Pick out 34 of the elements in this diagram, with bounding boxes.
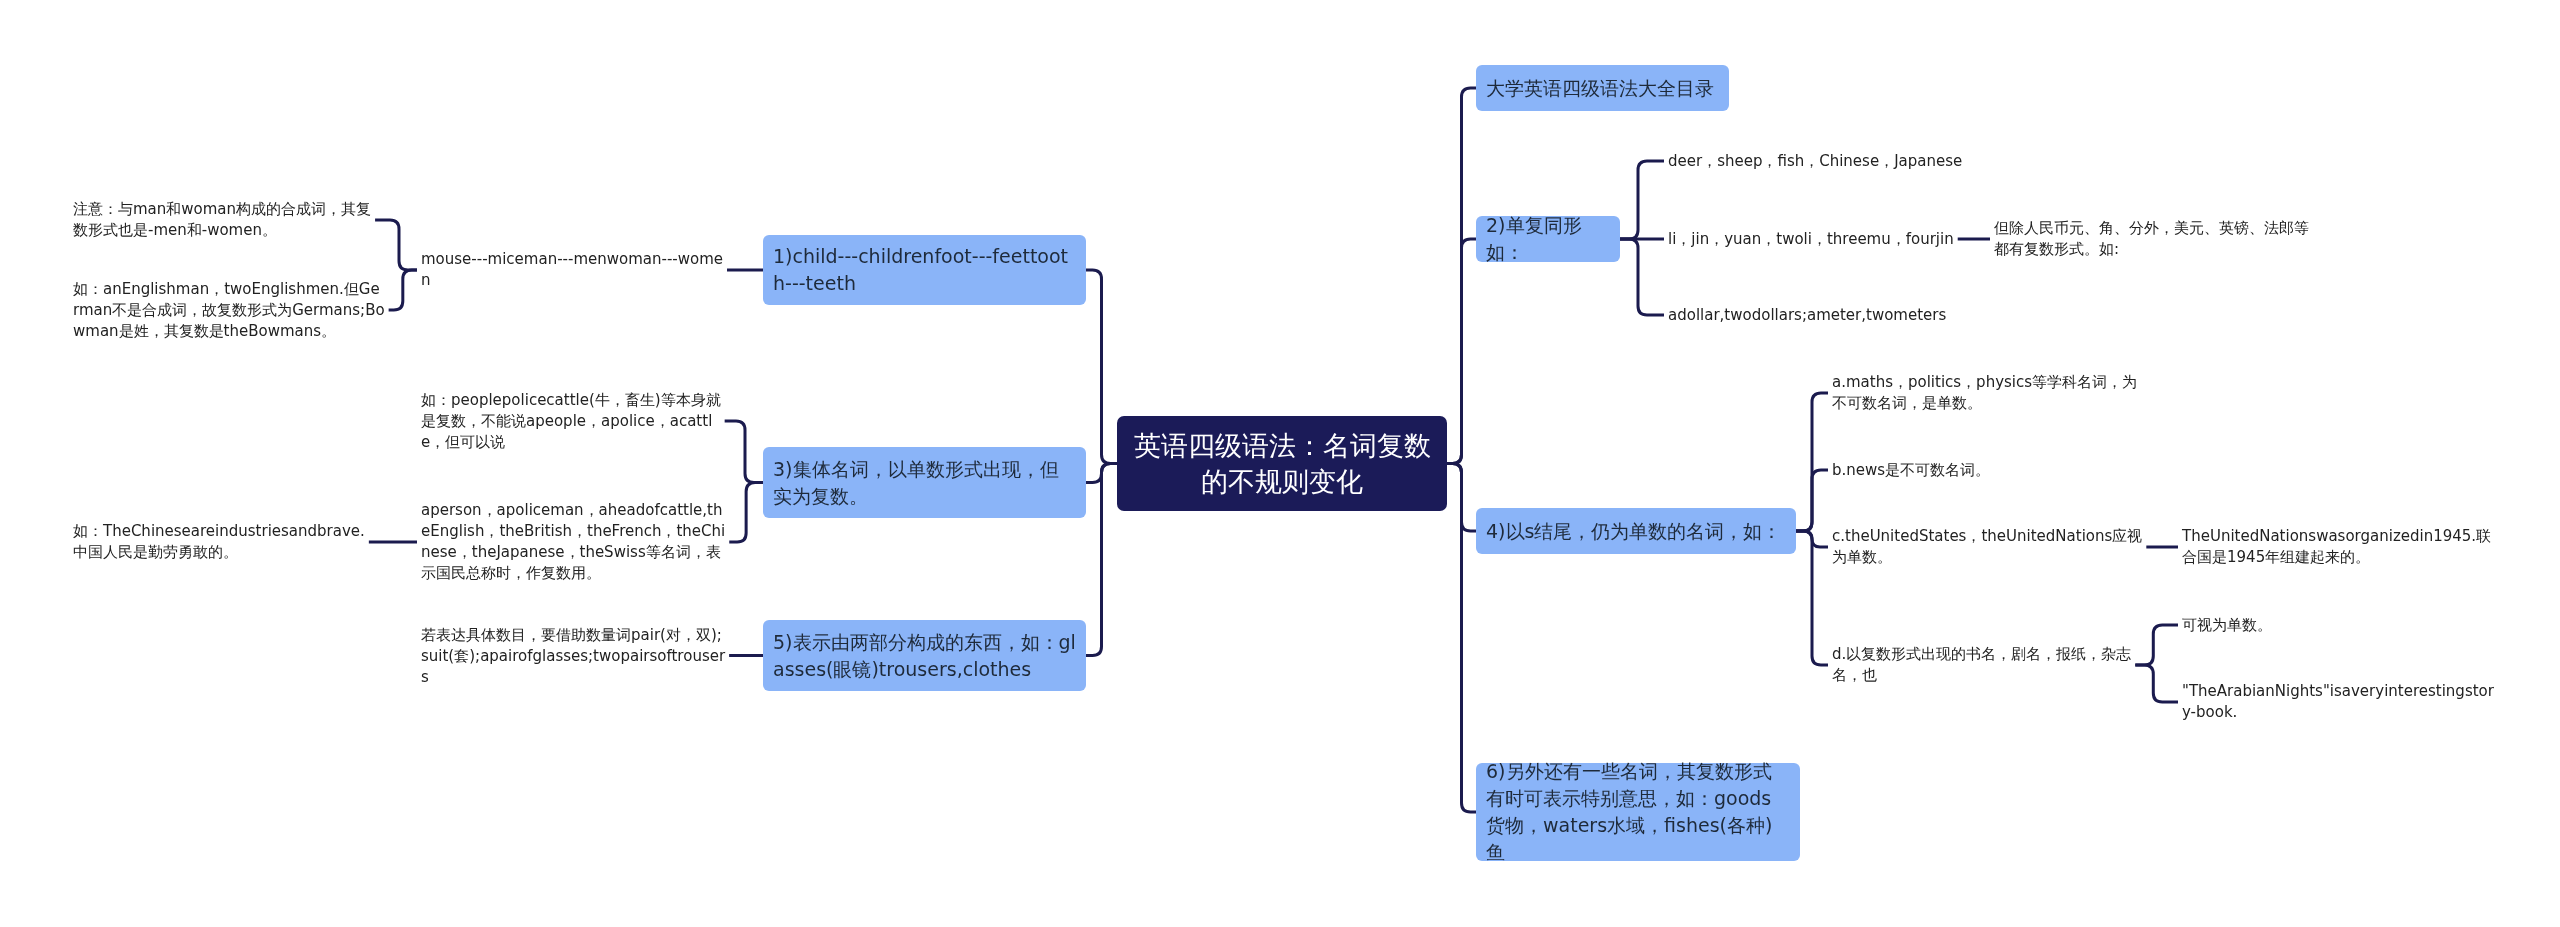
topic-text: mouse---miceman---menwoman---women (421, 249, 725, 291)
topic-box: 3)集体名词，以单数形式出现，但实为复数。 (763, 447, 1086, 518)
topic-box: 4)以s结尾，仍为单数的名词，如： (1476, 508, 1796, 554)
topic-text: b.news是不可数名词。 (1832, 459, 2142, 481)
connector-line (729, 654, 763, 657)
topic-text: 如：TheChineseareindustriesandbrave.中国人民是勤劳勇敢的。 (73, 521, 379, 563)
topic-box: 2)单复同形如： (1476, 216, 1620, 262)
topic-text: d.以复数形式出现的书名，剧名，报纸，杂志名，也 (1832, 644, 2144, 686)
topic-text: 但除人民币元、角、分外，美元、英镑、法郎等都有复数形式。如: (1994, 218, 2314, 260)
topic-text: aperson，apoliceman，aheadofcattle,theEnglish，theBritish，theFrench，theChinese，theJapanese，theSwiss等名词，表示国民总称时，作复数用。 (421, 500, 731, 584)
connector-line (2135, 663, 2178, 704)
topic-text: "TheArabianNights"isaveryinterestingstory-book. (2182, 681, 2498, 723)
connector-line (727, 268, 763, 272)
connector-line (2146, 545, 2178, 549)
topic-text: 如：peoplepolicecattle(牛，畜生)等本身就是复数，不能说apeople，apolice，acattle，但可以说 (421, 389, 729, 453)
topic-text: deer，sheep，fish，Chinese，Japanese (1668, 150, 2048, 172)
connector-line (388, 268, 417, 312)
topic-text: adollar,twodollars;ameter,twometers (1668, 304, 2008, 326)
topic-text: li，jin，yuan，twoli，threemu，fourjin (1668, 228, 1960, 250)
topic-text: 可视为单数。 (2182, 614, 2498, 636)
connector-line (1086, 462, 1117, 657)
topic-text: 如：anEnglishman，twoEnglishmen.但German不是合成词，故复数形式为Germans;Bowman是姓，其复数是theBowmans。 (73, 278, 385, 342)
topic-box: 6)另外还有一些名词，其复数形式有时可表示特别意思，如：goods货物，waters水域，fishes(各种)鱼 (1476, 763, 1800, 861)
topic-box: 1)child---childrenfoot---feettooth---teeth (763, 235, 1086, 305)
topic-text: 若表达具体数目，要借助数量词pair(对，双);suit(套);apairofglasses;twopairsoftrousers (421, 624, 729, 688)
connector-line (1957, 237, 1990, 241)
topic-text: TheUnitedNationswasorganizedin1945.联合国是1945年组建起来的。 (2182, 526, 2498, 568)
topic-text: a.maths，politics，physics等学科名词，为不可数名词，是单数。 (1832, 372, 2142, 414)
topic-box: 5)表示由两部分构成的东西，如：glasses(眼镜)trousers,clothes (763, 620, 1086, 691)
topic-box: 大学英语四级语法大全目录 (1476, 65, 1729, 111)
central-topic-box: 英语四级语法：名词复数的不规则变化 (1117, 416, 1447, 511)
topic-text: 注意：与man和woman构成的合成词，其复数形式也是-men和-women。 (73, 199, 385, 241)
connector-line (368, 540, 417, 544)
topic-text: c.theUnitedStates，theUnitedNations应视为单数。 (1832, 526, 2144, 568)
